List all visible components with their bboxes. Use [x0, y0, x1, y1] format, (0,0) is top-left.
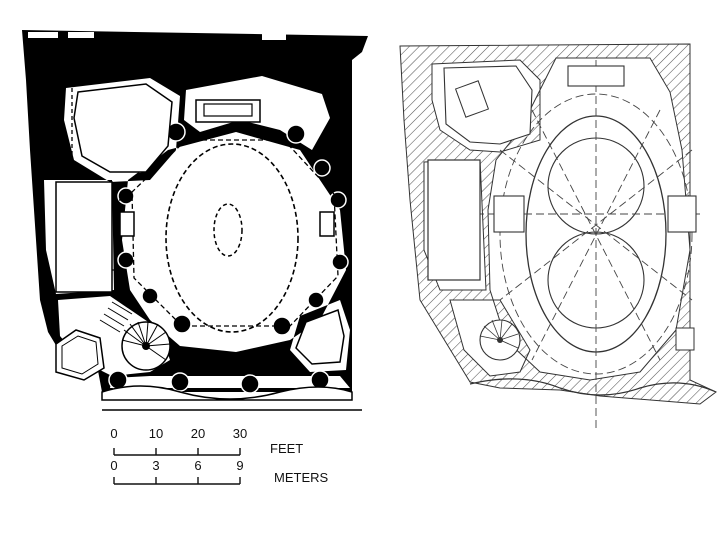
- meters-tick-label: 3: [152, 458, 159, 473]
- right-plan-door: [675, 327, 695, 351]
- right-plan-upper-room: [443, 65, 533, 145]
- scale-bar-meters: 0 3 6 9 METERS: [110, 458, 328, 485]
- upper-left-room: [73, 83, 173, 173]
- left-plan-walls: [22, 30, 368, 392]
- feet-tick-label: 20: [191, 426, 205, 441]
- right-side-chapel: [427, 159, 481, 281]
- circulation-lines: [59, 88, 126, 271]
- feet-tick-label: 10: [149, 426, 163, 441]
- right-plan-hatched-walls: [399, 43, 717, 405]
- right-plan-curved-facade: [469, 378, 717, 396]
- altar-table: [203, 103, 253, 117]
- right-plan-left-niche: [493, 195, 525, 233]
- feet-tick-label: 0: [110, 426, 117, 441]
- meters-unit-label: METERS: [274, 470, 329, 485]
- nave-oval-fill: [154, 142, 310, 334]
- stair-treads: [99, 301, 133, 333]
- left-floor-plan: [22, 30, 368, 411]
- meters-tick-label: 0: [110, 458, 117, 473]
- right-plan-right-niche: [667, 195, 697, 233]
- curved-facade: [101, 385, 353, 401]
- lantern-oval: [213, 203, 243, 257]
- feet-unit-label: FEET: [270, 441, 303, 456]
- right-niche: [319, 211, 335, 237]
- spiral-staircase-left: [55, 321, 171, 381]
- right-plan-altar: [567, 65, 625, 87]
- right-plan-stair-block: [454, 80, 490, 118]
- feet-tick-label: 30: [233, 426, 247, 441]
- top-window-3: [262, 34, 286, 40]
- left-side-chapel: [55, 181, 113, 293]
- nave-oval-dashed: [165, 143, 299, 333]
- spiral-staircase-right: [479, 319, 521, 361]
- lower-right-room: [295, 308, 345, 365]
- top-window-2: [68, 32, 94, 38]
- left-niche: [119, 211, 135, 237]
- top-window-1: [28, 32, 58, 38]
- meters-tick-label: 9: [236, 458, 243, 473]
- meters-tick-label: 6: [194, 458, 201, 473]
- right-floor-plan: [399, 43, 717, 428]
- altar-niche: [195, 99, 261, 123]
- scale-bar-feet: 0 10 20 30 FEET: [110, 426, 303, 456]
